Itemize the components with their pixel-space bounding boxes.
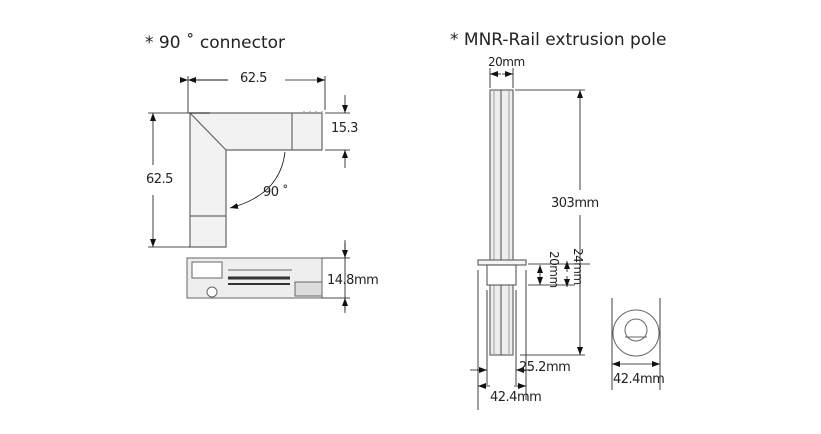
pole-outer-label: 42.4mm [490,390,542,405]
pole-end-outer-label: 42.4mm [613,372,665,387]
connector-angle-label: 90 ˚ [263,185,289,200]
connector-thickness-label: 14.8mm [327,273,379,288]
connector-height-label: 62.5 [146,172,173,187]
connector-tube-label: 15.3 [331,121,358,136]
connector-side-view [186,257,323,299]
pole-collar-label: 20mm [547,251,561,288]
pole-title: * MNR-Rail extrusion pole [450,30,667,50]
connector-title: * 90 ˚ connector [145,33,286,53]
pole-body [477,89,527,356]
pole-inner-label: 25.2mm [519,360,571,375]
pole-dimensions [470,68,590,410]
connector-width-label: 62.5 [240,71,267,86]
connector-top-view [189,111,323,248]
pole-collar-total-label: 24mm [571,248,585,285]
pole-width-label: 20mm [488,55,525,69]
pole-length-label: 303mm [551,196,599,211]
pole-end-view [611,298,661,390]
